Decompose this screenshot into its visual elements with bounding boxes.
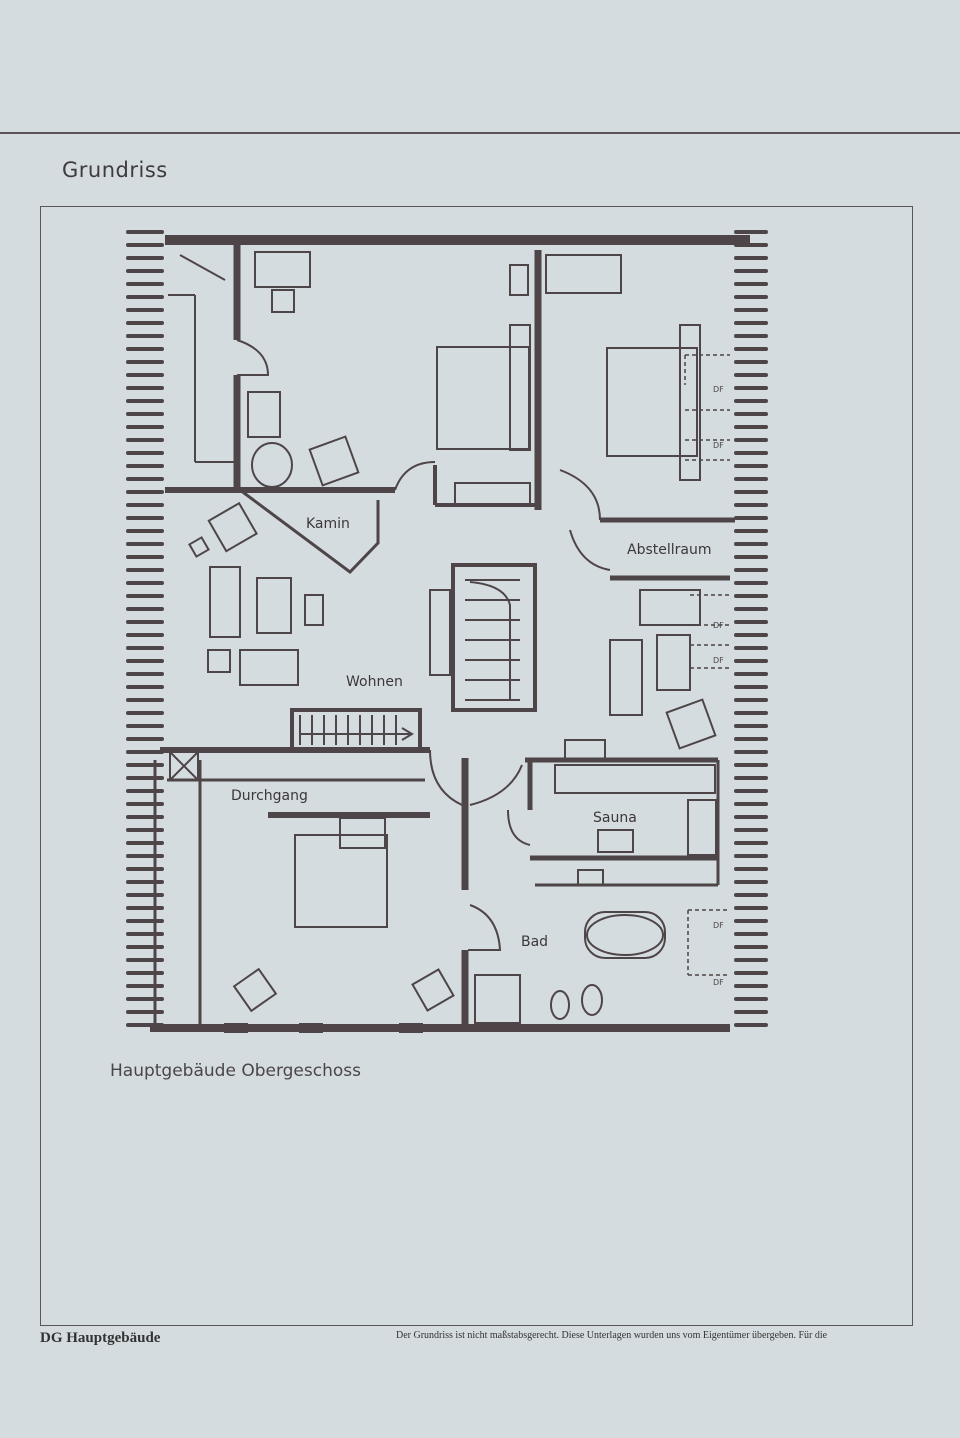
label-kamin: Kamin bbox=[306, 516, 350, 532]
header-rule bbox=[0, 132, 960, 134]
df-mark: DF bbox=[713, 656, 724, 665]
df-mark: DF bbox=[713, 621, 724, 630]
page-title: Grundriss bbox=[62, 158, 168, 182]
label-durchgang: Durchgang bbox=[231, 788, 308, 804]
furniture bbox=[169, 251, 730, 1024]
df-mark: DF bbox=[713, 385, 724, 394]
walls bbox=[150, 235, 750, 1033]
label-abstellraum: Abstellraum bbox=[627, 542, 712, 558]
label-wohnen: Wohnen bbox=[346, 674, 403, 690]
label-bad: Bad bbox=[521, 934, 548, 950]
footer-left: DG Hauptgebäude bbox=[40, 1330, 161, 1346]
room-labels: Kamin Abstellraum Wohnen Durchgang Sauna… bbox=[231, 385, 724, 987]
roof-hatch-left bbox=[126, 230, 164, 1027]
footer-disclaimer: Der Grundriss ist nicht maßstabsgerecht.… bbox=[396, 1330, 828, 1341]
df-mark: DF bbox=[713, 441, 724, 450]
plan-caption: Hauptgebäude Obergeschoss bbox=[110, 1061, 361, 1081]
df-mark: DF bbox=[713, 978, 724, 987]
plan-frame bbox=[40, 206, 913, 1326]
df-mark: DF bbox=[713, 921, 724, 930]
roof-hatch-right bbox=[734, 230, 768, 1027]
label-sauna: Sauna bbox=[593, 810, 637, 826]
